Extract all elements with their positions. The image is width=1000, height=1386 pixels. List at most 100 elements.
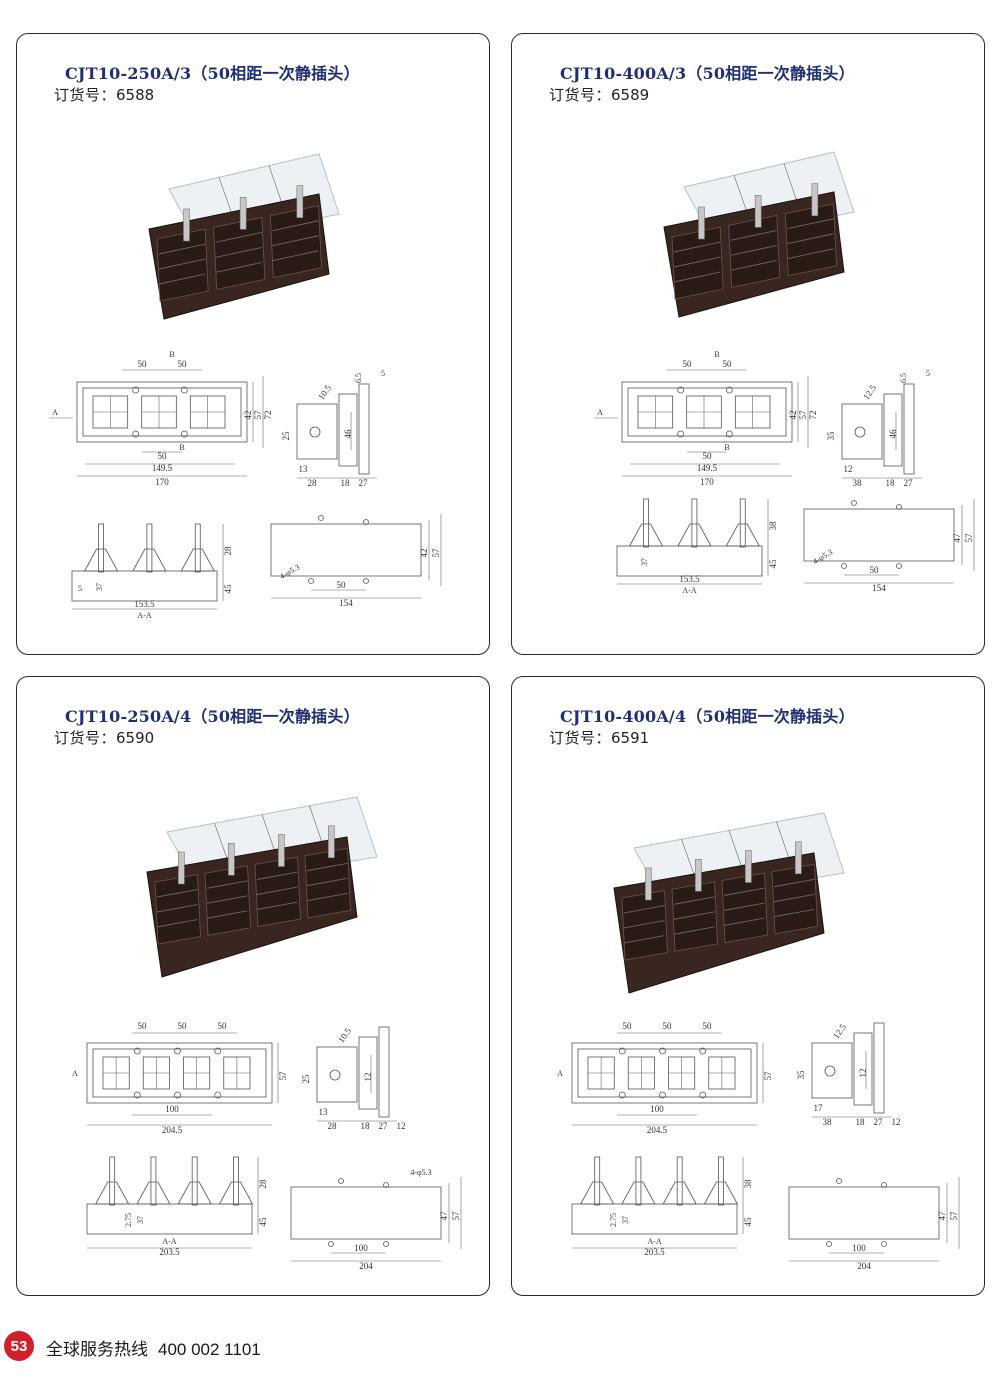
top-view-drawing: 57505050AA100204.5 [542,995,772,1150]
dimension-label: B [179,443,184,452]
dimension-label: A [52,408,58,417]
dimension-label: 57 [763,1071,772,1081]
dimension-label: A-A [682,586,696,595]
dimension-label: 42 [419,549,429,558]
dimension-label: 204.5 [647,1125,668,1135]
order-number: 订货号：6591 [549,729,650,747]
dimension-label: 28 [328,1121,338,1131]
dimension-label: 28 [223,546,233,556]
dimension-label: A-A [162,1237,176,1246]
dimension-label: 35 [796,1070,806,1080]
dimension-label: 5 [926,369,930,378]
dimension-label: 35 [826,431,836,441]
dimension-label: 38 [823,1117,833,1127]
dimension-label: 28 [258,1179,267,1189]
product-title: CJT10-400A/3（50相距一次静插头） [560,64,855,83]
product-photo [139,134,369,338]
dimension-label: 45 [768,559,778,569]
dimension-label: 38 [743,1179,752,1189]
dimension-label: 50 [683,359,693,369]
dimension-label: 12 [363,1073,373,1082]
dimension-label: 57 [253,410,263,420]
dimension-label: 27 [359,478,369,488]
dimension-label: 5 [381,369,385,378]
dimension-label: 204 [857,1261,871,1271]
dimension-label: 153.5 [134,599,155,609]
dimension-label: 72 [263,411,272,420]
dimension-label: 37 [95,583,104,591]
dimension-label: 4-φ5.3 [410,1168,431,1177]
dimension-label: A [72,1069,78,1078]
dimension-label: 50 [723,359,733,369]
dimension-label: A [557,1069,563,1078]
order-number: 订货号：6588 [54,86,155,104]
dimension-label: 27 [874,1117,884,1127]
dimension-label: 25 [281,431,291,441]
dimension-label: 47 [439,1211,449,1221]
dimension-label: 50 [158,451,168,461]
page-number-badge: 53 [4,1331,34,1361]
dimension-label: 12 [858,1069,868,1078]
dimension-label: 153.5 [679,574,700,584]
dimension-label: 100 [354,1243,368,1253]
dimension-label: B [714,350,719,359]
product-title: CJT10-250A/3（50相距一次静插头） [65,64,360,83]
dimension-label: 50 [703,1021,713,1031]
dimension-label: B [169,350,174,359]
dimension-label: 203.5 [159,1247,180,1257]
dimension-label: 100 [852,1243,866,1253]
dimension-label: A-A [647,1237,661,1246]
dimension-label: 18 [341,478,351,488]
dimension-label: 149.5 [152,463,173,473]
dimension-label: 50 [663,1021,673,1031]
dimension-label: 18 [856,1117,866,1127]
dimension-label: 12 [397,1121,406,1131]
dimension-label: A-A [137,611,151,620]
dimension-label: 10.5 [316,383,334,402]
dimension-label: 12 [892,1117,901,1127]
dimension-label: 50 [623,1021,633,1031]
hotline-label: 全球服务热线 [46,1340,148,1360]
dimension-label: 45 [743,1217,752,1227]
dimension-label: 25 [301,1074,311,1084]
dimension-label: B [724,443,729,452]
dimension-label: 38 [853,478,863,488]
dimension-label: 45 [258,1217,267,1227]
order-number: 订货号：6589 [549,86,650,104]
dimension-label: 6.5 [354,373,363,383]
dimension-label: 50 [138,359,148,369]
dimension-label: 38 [768,521,778,531]
dimension-label: 154 [872,583,886,593]
dimension-label: 27 [379,1121,389,1131]
dimension-label: 37 [136,1216,145,1224]
dimension-label: 6.5 [899,373,908,383]
dimension-label: 50 [870,565,880,575]
dimension-label: 72 [808,411,817,420]
dimension-label: 170 [700,477,714,487]
dimension-label: 45 [223,584,233,594]
dimension-label: 57 [431,548,441,558]
top-view-drawing: 57505050AA100204.5 [57,995,287,1150]
dimension-label: 100 [650,1104,664,1114]
dimension-label: 50 [703,451,713,461]
dimension-label: 154 [339,598,353,608]
dimension-label: 170 [155,477,169,487]
dimension-label: 42 [243,411,253,420]
dimension-label: 50 [178,1021,188,1031]
dimension-label: 37 [640,558,649,566]
dimension-label: 12.5 [831,1022,849,1041]
